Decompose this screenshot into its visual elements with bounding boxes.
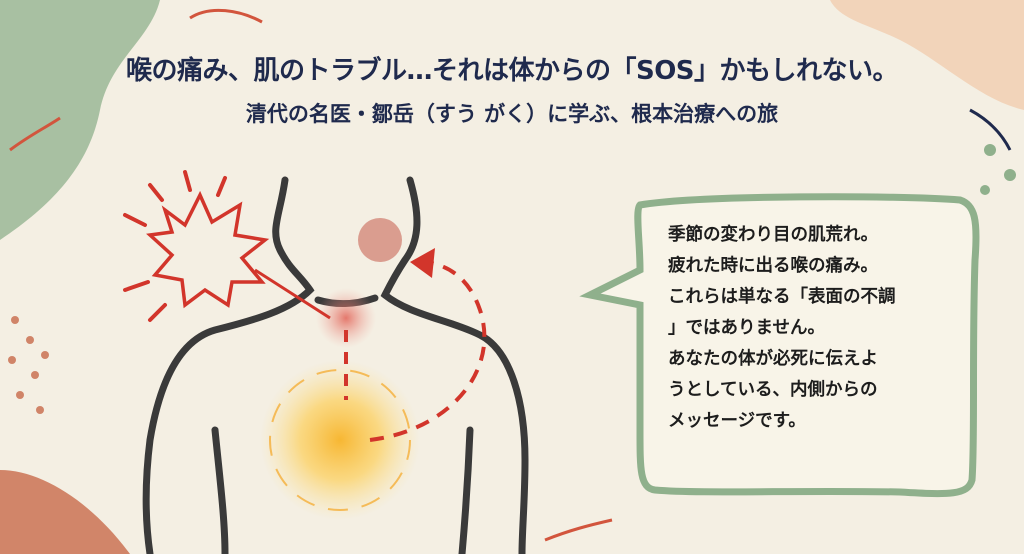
core-glow: [260, 360, 420, 520]
bubble-line: メッセージです。: [668, 411, 806, 431]
peach-blob-top-right: [830, 0, 1024, 110]
bubble-text: 季節の変わり目の肌荒れ。 疲れた時に出る喉の痛み。 これらは単なる「表面の不調 …: [668, 220, 968, 437]
arrow-head: [410, 248, 435, 278]
bubble-line: あなたの体が必死に伝えよ: [668, 349, 878, 369]
arrow-doodle-left: [9, 116, 61, 152]
arrow-doodle-bottom: [544, 518, 613, 542]
page-title: 喉の痛み、肌のトラブル…それは体からの「SOS」かもしれない。: [125, 56, 899, 86]
dots-left: [8, 316, 49, 414]
arrow-doodle-right: [969, 108, 1012, 151]
throat-glow: [316, 288, 376, 348]
pain-burst-icon: [146, 190, 270, 309]
bubble-line: 」ではありません。: [668, 318, 825, 338]
skin-rash: [358, 218, 402, 262]
green-blob-top-left: [0, 0, 160, 240]
page-subtitle: 清代の名医・鄒岳（すう がく）に学ぶ、根本治療への旅: [245, 102, 779, 126]
bubble-line: これらは単なる「表面の不調: [668, 287, 896, 307]
bubble-line: うとしている、内側からの: [668, 380, 878, 400]
energy-arrow: [369, 260, 487, 442]
arrow-doodle-top: [189, 8, 263, 24]
pain-strokes: [123, 170, 227, 322]
bubble-line: 疲れた時に出る喉の痛み。: [668, 256, 878, 276]
speech-bubble: [579, 193, 980, 498]
brown-blob-bottom-left: [0, 470, 130, 554]
dots-right: [980, 144, 1016, 195]
bubble-line: 季節の変わり目の肌荒れ。: [668, 225, 879, 245]
